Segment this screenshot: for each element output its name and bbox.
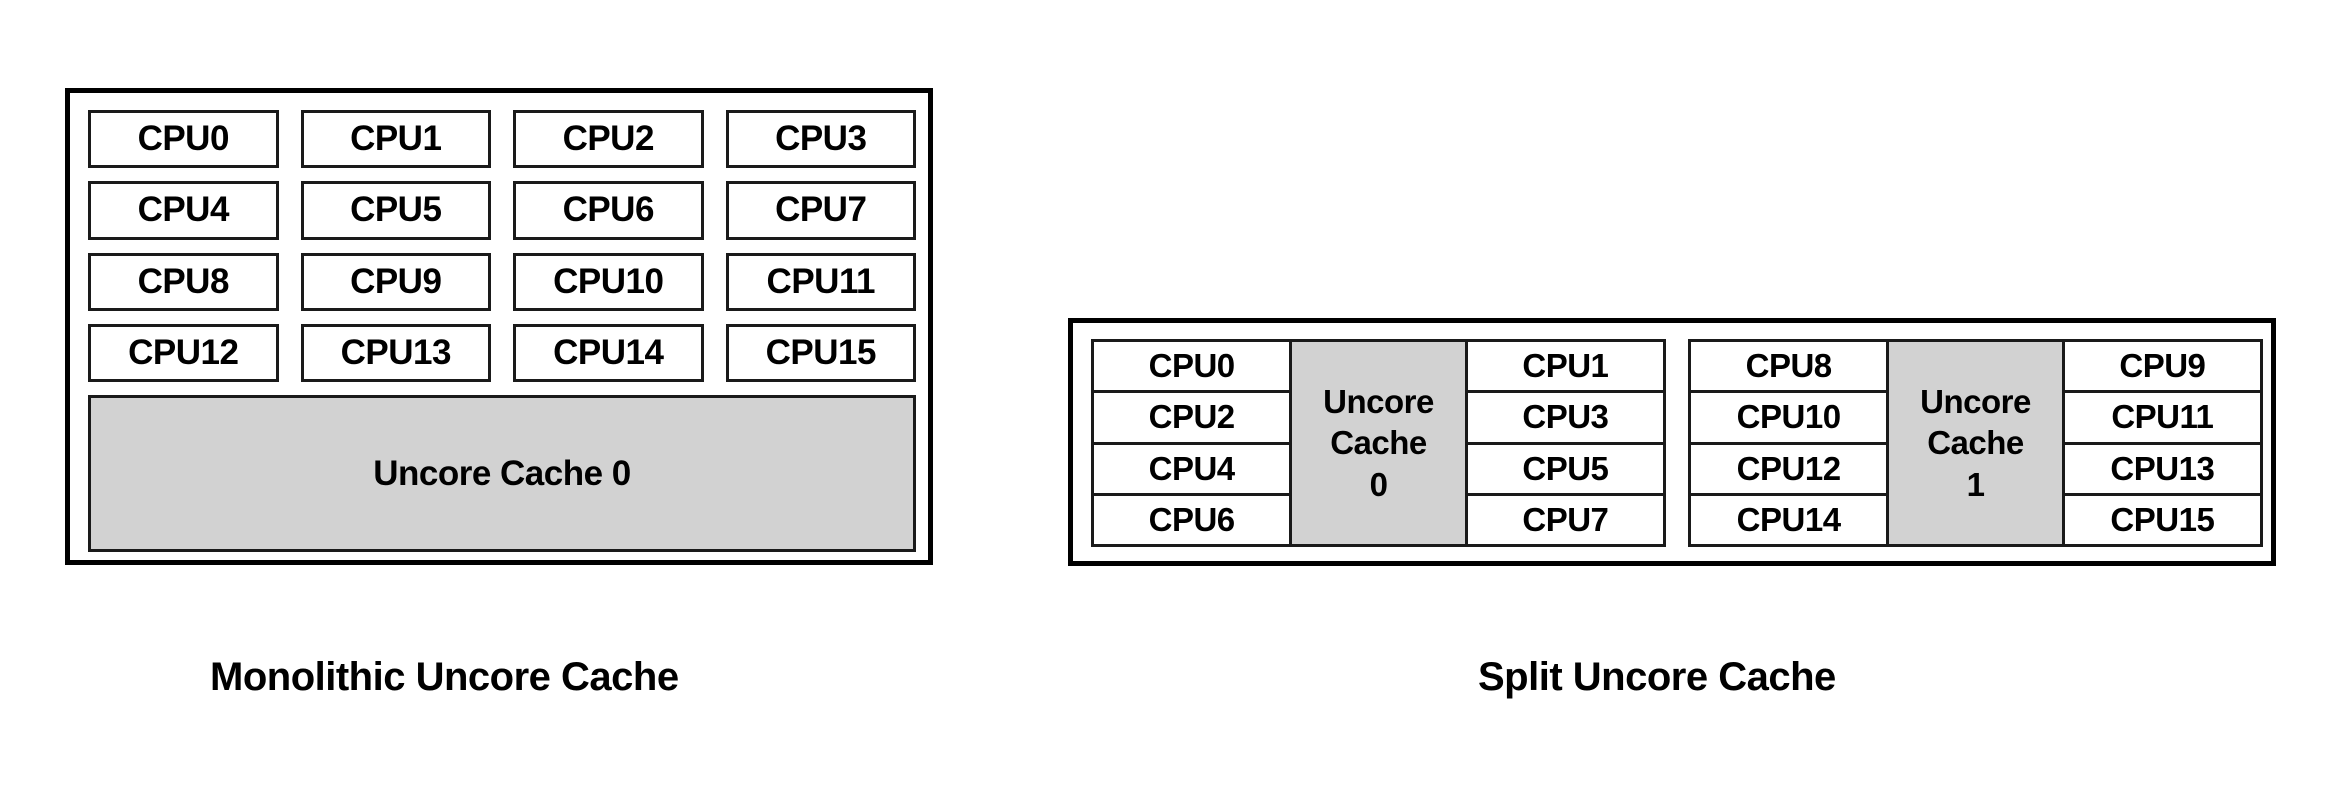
- cpu-box: CPU2: [513, 110, 704, 169]
- cpu-box: CPU6: [513, 181, 704, 240]
- split-group-right-cpu-column: CPU1 CPU3 CPU5 CPU7: [1464, 339, 1666, 547]
- cpu-box: CPU0: [88, 110, 279, 169]
- cpu-box: CPU7: [725, 181, 916, 240]
- cpu-box: CPU1: [1464, 339, 1666, 394]
- split-group-left-cpu-column: CPU0 CPU2 CPU4 CPU6: [1091, 339, 1293, 547]
- cpu-box: CPU10: [1688, 390, 1890, 445]
- cpu-box: CPU11: [725, 252, 916, 311]
- cpu-box: CPU15: [2061, 492, 2263, 547]
- cpu-box: CPU3: [1464, 390, 1666, 445]
- cpu-box: CPU8: [88, 252, 279, 311]
- cpu-box: CPU5: [1464, 441, 1666, 496]
- cpu-box: CPU7: [1464, 492, 1666, 547]
- cpu-box: CPU6: [1091, 492, 1293, 547]
- monolithic-caption: Monolithic Uncore Cache: [210, 655, 679, 699]
- cpu-box: CPU0: [1091, 339, 1293, 394]
- split-group-right-cpu-column: CPU9 CPU11 CPU13 CPU15: [2061, 339, 2263, 547]
- cpu-box: CPU14: [1688, 492, 1890, 547]
- cpu-box: CPU2: [1091, 390, 1293, 445]
- cpu-box: CPU14: [513, 323, 704, 382]
- cpu-box: CPU1: [300, 110, 491, 169]
- cpu-box: CPU12: [88, 323, 279, 382]
- cpu-box: CPU9: [300, 252, 491, 311]
- split-caption: Split Uncore Cache: [1478, 655, 1836, 699]
- cpu-box: CPU11: [2061, 390, 2263, 445]
- cpu-box: CPU4: [1091, 441, 1293, 496]
- cpu-box: CPU9: [2061, 339, 2263, 394]
- cpu-box: CPU13: [300, 323, 491, 382]
- cpu-box: CPU13: [2061, 441, 2263, 496]
- cpu-box: CPU15: [725, 323, 916, 382]
- split-group-left-cpu-column: CPU8 CPU10 CPU12 CPU14: [1688, 339, 1890, 547]
- monolithic-cpu-grid: CPU0 CPU1 CPU2 CPU3 CPU4 CPU5 CPU6 CPU7 …: [88, 110, 916, 382]
- cpu-box: CPU5: [300, 181, 491, 240]
- uncore-cache-box: Uncore Cache 0: [88, 395, 916, 552]
- cpu-box: CPU10: [513, 252, 704, 311]
- cpu-box: CPU3: [725, 110, 916, 169]
- cpu-box: CPU4: [88, 181, 279, 240]
- cpu-box: CPU8: [1688, 339, 1890, 394]
- monolithic-uncore-cache-panel: CPU0 CPU1 CPU2 CPU3 CPU4 CPU5 CPU6 CPU7 …: [65, 88, 933, 565]
- cpu-box: CPU12: [1688, 441, 1890, 496]
